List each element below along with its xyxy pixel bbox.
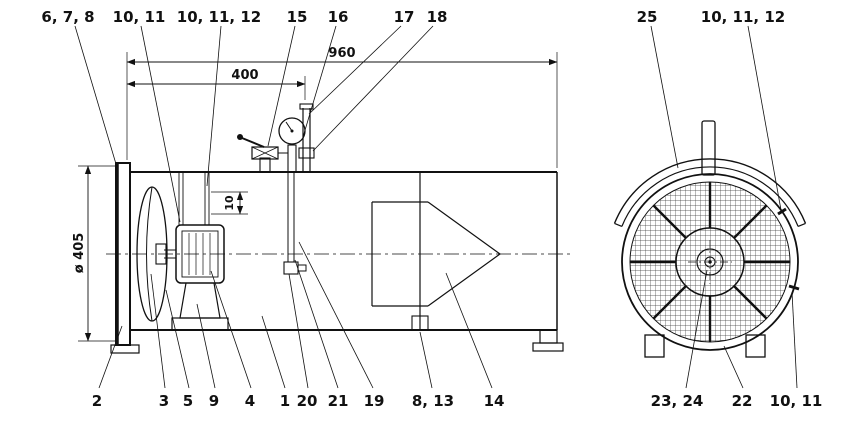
dimension-960: 960 (126, 46, 558, 168)
callout-21: 21 (328, 392, 349, 410)
leader-lines (74, 25, 493, 389)
dim-gap: 10 (223, 195, 236, 211)
rim-clips (777, 207, 800, 291)
fan-impeller (136, 186, 168, 322)
dim-front-length: 400 (231, 68, 258, 83)
callout-10-11-top: 10, 11 (113, 8, 166, 26)
rear-flange-plate (110, 162, 140, 354)
motor-mount (179, 282, 221, 319)
front-foot (532, 329, 564, 352)
dim-overall-length: 960 (328, 46, 355, 61)
callout-8-13: 8, 13 (412, 392, 454, 410)
burner-nozzle (297, 264, 307, 272)
rear-foot (110, 344, 140, 354)
callout-10-11-bottom: 10, 11 (770, 392, 823, 410)
callout-3: 3 (159, 392, 169, 410)
end-view-feet (644, 334, 766, 358)
callout-4: 4 (245, 392, 255, 410)
grille-spokes (630, 182, 790, 342)
callout-1: 1 (280, 392, 290, 410)
callout-25: 25 (637, 8, 658, 26)
callout-9: 9 (209, 392, 219, 410)
motor-assembly (164, 172, 229, 331)
callout-14: 14 (484, 392, 505, 410)
hub-plate (675, 227, 745, 297)
carry-handle (701, 120, 716, 176)
gauge-needle (285, 121, 293, 132)
callout-23-24: 23, 24 (651, 392, 704, 410)
filler-pipe (298, 103, 315, 172)
valve-lever (241, 137, 265, 148)
casing-shell (130, 171, 558, 331)
callout-16: 16 (328, 8, 349, 26)
side-view-callouts: 6, 7, 8 10, 11 10, 11, 12 15 16 17 18 2 … (41, 8, 504, 410)
callout-17: 17 (394, 8, 415, 26)
pressure-gauge (278, 117, 306, 173)
end-view: 25 10, 11, 12 23, 24 22 10, 11 (613, 8, 823, 410)
dimension-10: 10 (211, 191, 248, 215)
motor-body (175, 224, 225, 284)
fill-valve (237, 134, 288, 173)
fuel-line (283, 172, 307, 275)
fan-hub (155, 243, 167, 265)
callout-22: 22 (732, 392, 753, 410)
callout-20: 20 (297, 392, 318, 410)
callout-6-7-8: 6, 7, 8 (41, 8, 94, 26)
callout-10-11-12: 10, 11, 12 (177, 8, 261, 26)
end-view-leader-lines (650, 25, 798, 389)
callout-2: 2 (92, 392, 102, 410)
callout-15: 15 (287, 8, 308, 26)
dim-diameter: ø 405 (72, 233, 87, 274)
lever-knob (237, 134, 243, 140)
callout-19: 19 (364, 392, 385, 410)
bulkhead (411, 172, 429, 331)
rain-shroud (613, 158, 807, 227)
side-section-view: 960 400 ø 405 10 (41, 8, 574, 410)
center-cross (688, 240, 732, 284)
end-view-callouts: 25 10, 11, 12 23, 24 22 10, 11 (637, 8, 823, 410)
callout-10-11-12-right: 10, 11, 12 (701, 8, 785, 26)
callout-18: 18 (427, 8, 448, 26)
guard-grille (621, 173, 800, 351)
callout-5: 5 (183, 392, 193, 410)
dimension-diameter-405: ø 405 (72, 165, 115, 342)
